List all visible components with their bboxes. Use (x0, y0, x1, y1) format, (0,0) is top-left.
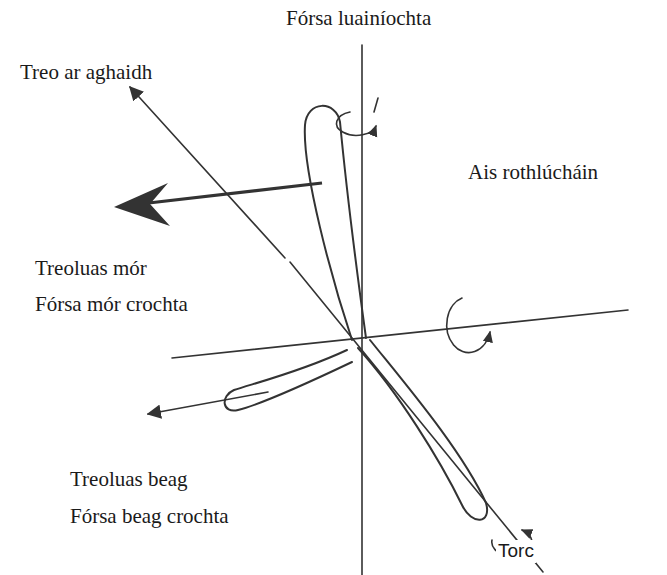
label-anchor: Fórsa mór crochta (33, 292, 190, 317)
rotation-arrow (447, 298, 490, 353)
axis-label: Treoluas beag (68, 467, 190, 492)
axis-label: Treo ar aghaidh (18, 60, 154, 85)
label-anchor: Treo ar aghaidh (18, 60, 154, 85)
label-anchor: Ais rothlúcháin (466, 160, 600, 185)
rotation-arrow-tick (374, 98, 378, 112)
axis-label: Treoluas mór (33, 256, 149, 281)
label-anchor: Torc (496, 540, 536, 563)
torque-axis (290, 262, 543, 572)
upper-blade (305, 106, 366, 340)
axis-label: Torc (496, 540, 536, 563)
forward-arrow (130, 87, 285, 258)
large-velocity-arrow (140, 183, 322, 204)
label-anchor: Treoluas mór (33, 256, 149, 281)
rotation-axis (172, 310, 628, 358)
label-anchor: Fórsa beag crochta (68, 504, 231, 529)
left-blade (225, 350, 352, 411)
axis-label: Ais rothlúcháin (466, 160, 600, 185)
small-velocity-arrow (148, 392, 268, 414)
axis-label: Fórsa beag crochta (68, 504, 231, 529)
label-anchor: Treoluas beag (68, 467, 190, 492)
rotation-arrow (336, 112, 376, 135)
right-blade (358, 340, 487, 520)
axis-label: Fórsa luainíochta (284, 6, 433, 31)
label-anchor: Fórsa luainíochta (284, 6, 433, 31)
large-arrow-head (114, 183, 170, 226)
axis-label: Fórsa mór crochta (33, 292, 190, 317)
